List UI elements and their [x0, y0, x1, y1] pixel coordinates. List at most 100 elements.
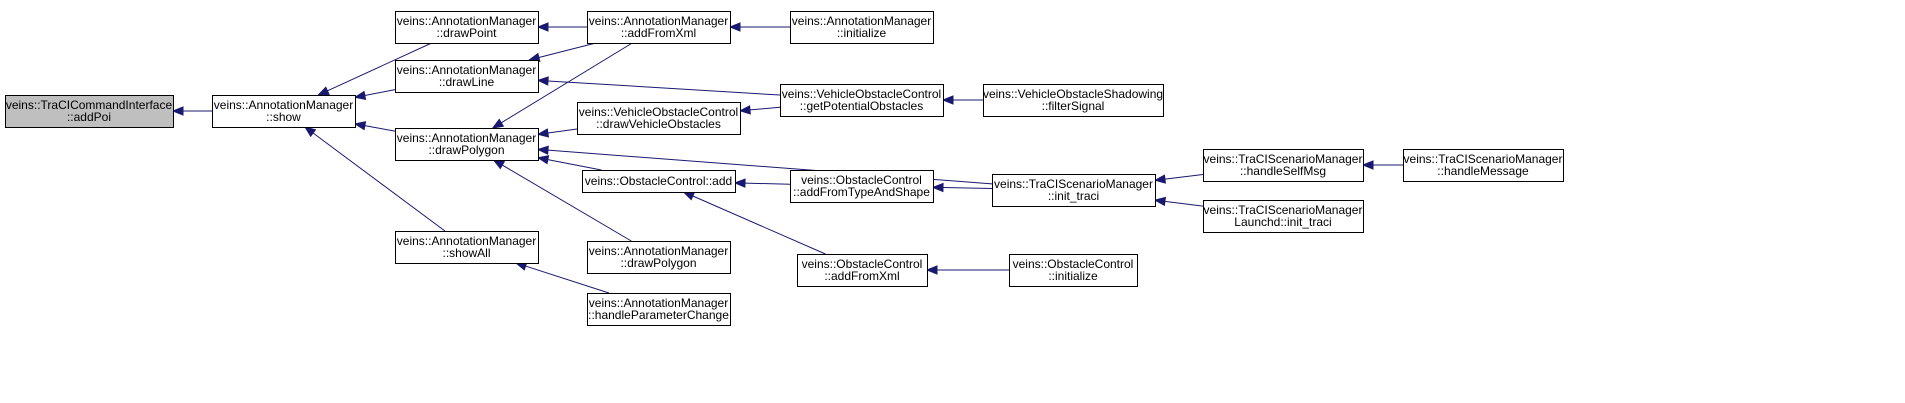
arrowhead: [491, 118, 505, 129]
edge-n5-to-n1: [303, 126, 446, 232]
node-label-line: ::addFromXml: [621, 26, 696, 40]
node-box[interactable]: [395, 11, 539, 44]
edge-n18-to-n16: [1153, 174, 1204, 184]
edge-line: [547, 80, 781, 96]
arrowhead: [925, 265, 938, 275]
node-n14[interactable]: veins::ObstacleControl::addFromXml: [797, 254, 928, 287]
node-label-line: veins::AnnotationManager: [589, 296, 728, 310]
node-n1[interactable]: veins::AnnotationManager::show: [212, 95, 356, 128]
node-n11[interactable]: veins::AnnotationManager::initialize: [790, 11, 934, 44]
node-n17[interactable]: veins::ObstacleControl::initialize: [1009, 254, 1138, 287]
edge-line: [501, 42, 633, 124]
node-label-line: veins::TraCIScenarioManager: [1204, 203, 1363, 217]
node-n6[interactable]: veins::AnnotationManager::addFromXml: [587, 11, 731, 44]
node-box[interactable]: [582, 170, 736, 193]
node-label-line: ::drawVehicleObstacles: [596, 117, 721, 131]
arrowhead: [536, 22, 549, 32]
node-n0[interactable]: veins::TraCICommandInterface::addPoi: [5, 95, 174, 128]
node-box[interactable]: [5, 95, 174, 128]
edge-n1-to-n0: [171, 106, 212, 116]
node-label-line: ::initialize: [1048, 269, 1098, 283]
node-label-line: ::drawPolygon: [620, 256, 696, 270]
node-box[interactable]: [587, 11, 731, 44]
node-box[interactable]: [212, 95, 356, 128]
node-label-line: veins::TraCIScenarioManager: [1204, 152, 1363, 166]
node-box[interactable]: [790, 170, 934, 203]
edge-line: [547, 159, 602, 171]
node-label-line: veins::ObstacleControl: [1013, 257, 1134, 271]
edge-line: [1164, 200, 1204, 207]
node-n15[interactable]: veins::VehicleObstacleShadowing::filterS…: [983, 84, 1164, 117]
node-n10[interactable]: veins::AnnotationManager::handleParamete…: [587, 293, 731, 326]
node-n2[interactable]: veins::AnnotationManager::drawPoint: [395, 11, 539, 44]
arrowhead: [536, 76, 549, 86]
node-label-line: veins::AnnotationManager: [214, 98, 353, 112]
node-box[interactable]: [577, 102, 741, 135]
node-box[interactable]: [992, 174, 1156, 207]
node-label-line: veins::VehicleObstacleControl: [782, 87, 941, 101]
node-n4[interactable]: veins::AnnotationManager::drawPolygon: [395, 128, 539, 161]
edge-line: [547, 128, 578, 134]
node-n3[interactable]: veins::AnnotationManager::drawLine: [395, 60, 539, 93]
edge-n2-to-n1: [317, 42, 432, 96]
node-label-line: ::addPoi: [67, 110, 111, 124]
node-n13[interactable]: veins::ObstacleControl::addFromTypeAndSh…: [790, 170, 934, 203]
node-label-line: ::handleSelfMsg: [1240, 164, 1326, 178]
node-label-line: veins::ObstacleControl::add: [585, 174, 732, 188]
node-n16[interactable]: veins::TraCIScenarioManager::init_traci: [992, 174, 1156, 207]
node-n20[interactable]: veins::TraCIScenarioManager::handleMessa…: [1403, 149, 1564, 182]
node-n8[interactable]: veins::ObstacleControl::add: [582, 170, 736, 193]
node-box[interactable]: [1403, 149, 1564, 182]
node-box[interactable]: [983, 84, 1164, 117]
node-box[interactable]: [587, 241, 731, 274]
node-box[interactable]: [1203, 200, 1364, 233]
node-label-line: Launchd::init_traci: [1234, 215, 1331, 229]
node-box[interactable]: [797, 254, 928, 287]
node-box[interactable]: [1009, 254, 1138, 287]
node-box[interactable]: [395, 128, 539, 161]
edge-line: [749, 106, 781, 111]
node-n18[interactable]: veins::TraCIScenarioManager::handleSelfM…: [1203, 149, 1364, 182]
node-box[interactable]: [395, 60, 539, 93]
node-label-line: ::handleParameterChange: [588, 308, 729, 322]
node-label-line: veins::AnnotationManager: [397, 63, 536, 77]
arrowhead: [536, 155, 550, 165]
node-box[interactable]: [790, 11, 934, 44]
node-n9[interactable]: veins::AnnotationManager::drawPolygon: [587, 241, 731, 274]
node-label-line: ::show: [266, 110, 301, 124]
edge-n6-to-n3: [527, 42, 596, 62]
node-label-line: ::drawLine: [439, 75, 495, 89]
edge-n12-to-n3: [536, 76, 781, 96]
node-n5[interactable]: veins::AnnotationManager::showAll: [395, 231, 539, 264]
node-label-line: ::filterSignal: [1042, 99, 1105, 113]
node-box[interactable]: [395, 231, 539, 264]
node-box[interactable]: [1203, 149, 1364, 182]
edge-n17-to-n14: [925, 265, 1009, 275]
edge-line: [312, 132, 446, 232]
edge-line: [364, 89, 396, 96]
node-label-line: veins::AnnotationManager: [589, 14, 728, 28]
edge-n3-to-n1: [353, 89, 396, 101]
node-label-line: veins::VehicleObstacleControl: [579, 105, 738, 119]
edge-line: [327, 42, 432, 92]
edge-n7-to-n4: [536, 128, 578, 138]
arrowhead: [728, 22, 741, 32]
edge-n13-to-n8: [733, 178, 791, 188]
node-label-line: veins::ObstacleControl: [802, 257, 923, 271]
node-label-line: ::drawPolygon: [428, 143, 504, 157]
node-label-line: veins::ObstacleControl: [801, 173, 922, 187]
node-n7[interactable]: veins::VehicleObstacleControl::drawVehic…: [577, 102, 741, 135]
edge-line: [942, 187, 993, 189]
edge-n12-to-n7: [738, 105, 781, 115]
node-n19[interactable]: veins::TraCIScenarioManagerLaunchd::init…: [1203, 200, 1364, 233]
node-n12[interactable]: veins::VehicleObstacleControl::getPotent…: [780, 84, 944, 117]
edge-n11-to-n6: [728, 22, 790, 32]
edge-line: [364, 125, 396, 132]
arrowhead: [353, 90, 367, 101]
arrowhead: [1361, 160, 1374, 170]
edge-n15-to-n12: [941, 95, 983, 105]
node-label-line: ::addFromTypeAndShape: [793, 185, 930, 199]
node-box[interactable]: [780, 84, 944, 117]
node-box[interactable]: [587, 293, 731, 326]
